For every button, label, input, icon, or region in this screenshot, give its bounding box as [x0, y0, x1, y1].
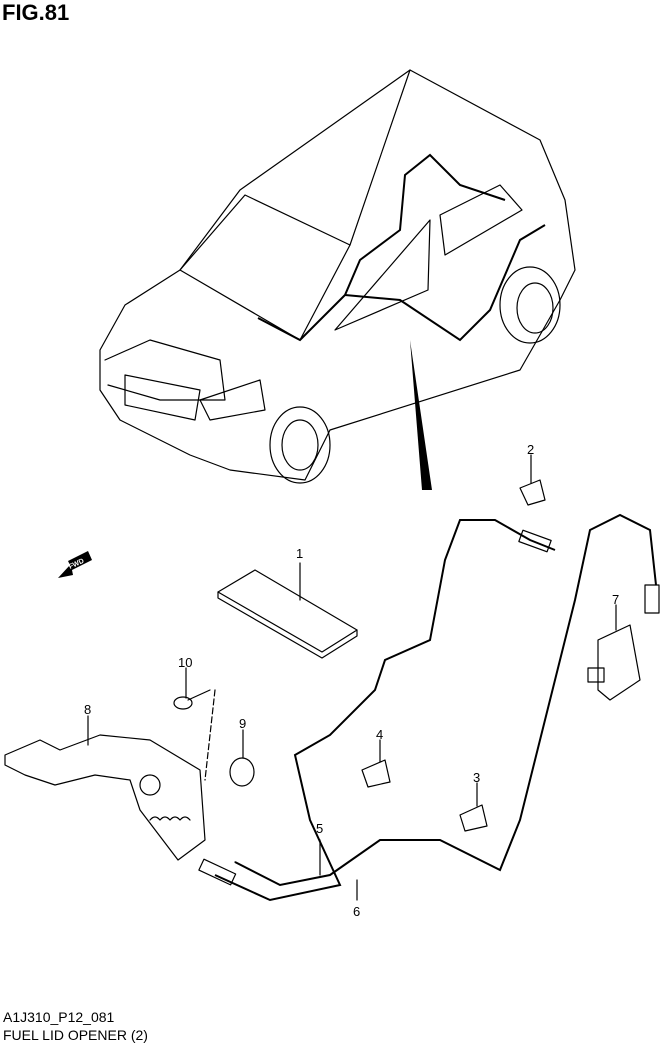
cable-assembly [198, 513, 660, 902]
callout-4: 4 [376, 727, 383, 742]
figure-code: A1J310_P12_081 [3, 1009, 115, 1025]
callout-1: 1 [296, 546, 303, 561]
callout-7: 7 [612, 592, 619, 607]
part-10-screw [173, 667, 216, 781]
fwd-arrow-icon: FWD [58, 551, 92, 578]
vehicle-illustration [99, 69, 576, 490]
callout-3: 3 [473, 770, 480, 785]
callout-6: 6 [353, 904, 360, 919]
callout-8: 8 [84, 702, 91, 717]
clamp-4 [361, 739, 391, 788]
figure-name: FUEL LID OPENER (2) [3, 1027, 148, 1043]
part-1-pad [217, 562, 358, 659]
part-9-grommet [229, 729, 255, 787]
callout-2: 2 [527, 442, 534, 457]
callout-9: 9 [239, 716, 246, 731]
clamp-2 [519, 454, 546, 506]
part-8-opener-lever [4, 715, 206, 861]
figure-title: FIG.81 [2, 0, 70, 25]
callout-10: 10 [178, 655, 192, 670]
callout-5: 5 [316, 821, 323, 836]
clamp-3 [459, 782, 488, 832]
part-7-actuator [587, 604, 641, 701]
svg-text:FWD: FWD [68, 558, 85, 571]
